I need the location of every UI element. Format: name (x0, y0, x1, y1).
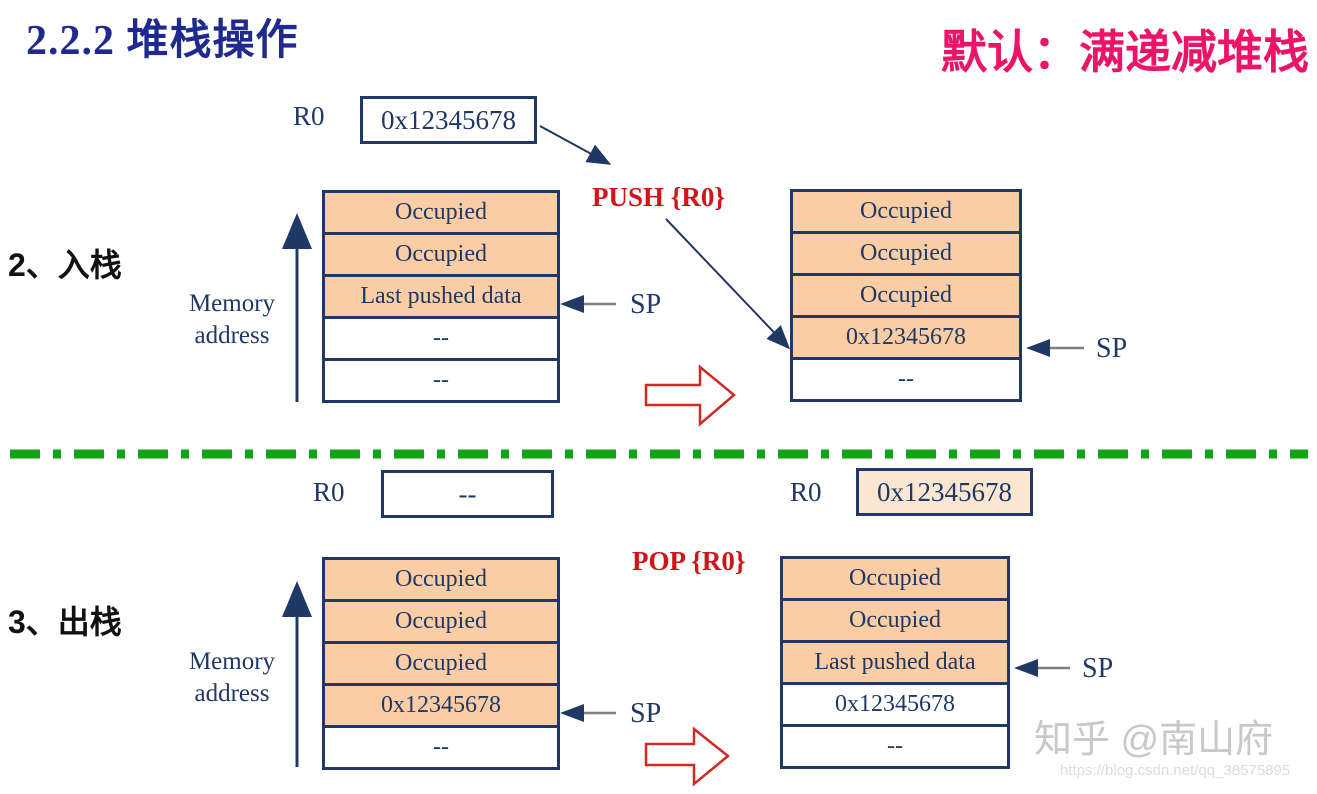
pop-before-sp-pointer-icon (560, 704, 616, 722)
stack-cell: Occupied (790, 273, 1022, 318)
stack-cell: Occupied (780, 556, 1010, 601)
pop-before-register-name: R0 (313, 477, 345, 507)
push-instruction-label: PUSH {R0} (592, 182, 726, 212)
push-memory-address-label: Memory address (188, 290, 276, 349)
stack-cell: 0x12345678 (780, 682, 1010, 727)
stack-cell: Last pushed data (780, 640, 1010, 685)
watermark-brand: 知乎 @南山府 (1034, 719, 1274, 761)
stack-cell: -- (780, 724, 1010, 769)
stack-cell: -- (322, 316, 560, 361)
pop-before-register-box: -- (381, 470, 554, 518)
stack-cell: -- (322, 725, 560, 770)
push-before-sp-label: SP (630, 289, 662, 320)
stack-cell: -- (322, 358, 560, 403)
pop-before-stack: Occupied Occupied Occupied 0x12345678 -- (322, 557, 560, 770)
stack-cell: Occupied (790, 189, 1022, 234)
push-r0-arrow-icon (539, 125, 612, 165)
push-after-stack: Occupied Occupied Occupied 0x12345678 -- (790, 189, 1022, 402)
pop-after-stack: Occupied Occupied Last pushed data 0x123… (780, 556, 1010, 769)
pop-memory-address-label: Memory address (188, 648, 276, 707)
pop-after-register-box: 0x12345678 (856, 468, 1033, 516)
pop-after-sp-pointer-icon (1014, 659, 1070, 677)
push-register-name: R0 (293, 101, 325, 131)
page-title: 2.2.2 堆栈操作 (26, 18, 299, 64)
pop-after-sp-label: SP (1082, 653, 1114, 684)
push-register-value: 0x12345678 (381, 104, 516, 135)
pop-section-label: 3、出栈 (8, 604, 122, 640)
stack-cell: Last pushed data (322, 274, 560, 319)
push-transition-arrow-icon (644, 364, 736, 427)
push-before-sp-pointer-icon (560, 295, 616, 313)
push-into-stack-arrow-icon (665, 218, 791, 350)
pop-instruction-label: POP {R0} (632, 546, 746, 576)
push-section-label: 2、入栈 (8, 247, 122, 283)
header-note: 默认：满递减堆栈 (941, 27, 1309, 78)
push-after-sp-pointer-icon (1026, 339, 1084, 357)
pop-transition-arrow-icon (644, 726, 730, 787)
stack-cell: 0x12345678 (322, 683, 560, 728)
push-register-box: 0x12345678 (360, 96, 537, 144)
stack-cell: Occupied (322, 641, 560, 686)
stack-cell: -- (790, 357, 1022, 402)
stack-cell: 0x12345678 (790, 315, 1022, 360)
stack-cell: Occupied (322, 557, 560, 602)
stack-cell: Occupied (780, 598, 1010, 643)
pop-before-sp-label: SP (630, 698, 662, 729)
stack-cell: Occupied (322, 232, 560, 277)
push-after-sp-label: SP (1096, 333, 1128, 364)
stack-cell: Occupied (790, 231, 1022, 276)
pop-after-register-name: R0 (790, 477, 822, 507)
stack-cell: Occupied (322, 190, 560, 235)
push-before-stack: Occupied Occupied Last pushed data -- -- (322, 190, 560, 403)
watermark-url: https://blog.csdn.net/qq_38575895 (1060, 762, 1291, 779)
stack-cell: Occupied (322, 599, 560, 644)
pop-after-register-value: 0x12345678 (877, 476, 1012, 507)
pop-before-register-value: -- (458, 478, 477, 509)
